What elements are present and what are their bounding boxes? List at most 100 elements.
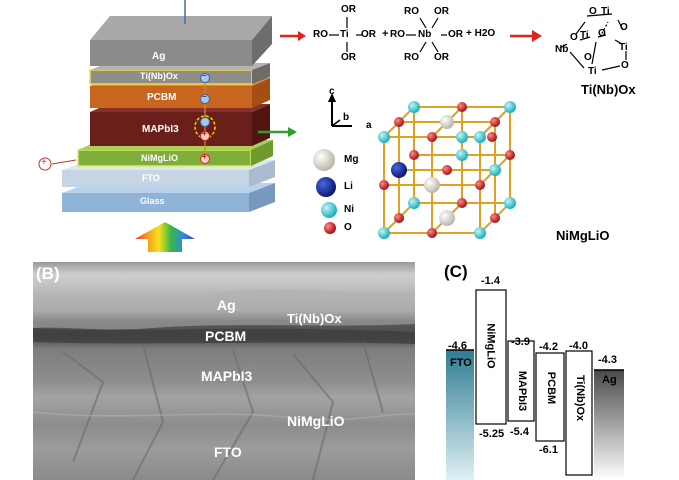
bottom-contact-wire — [51, 159, 77, 165]
cage-nb: Nb — [555, 44, 569, 55]
ti-alkoxide-center: Ti — [340, 29, 349, 40]
legend-mg-atom — [313, 149, 335, 171]
legend-o-atom — [324, 222, 336, 234]
fto-band — [446, 350, 474, 480]
mapbi3-band — [507, 340, 535, 422]
panel-c-tag: (C) — [444, 262, 468, 281]
pcbm-layer-side — [252, 78, 270, 108]
electron-sign-1: − — [202, 71, 207, 80]
ti-alkoxide-left: RO — [313, 29, 328, 40]
axis-a-label: a — [366, 120, 372, 131]
ag-layer-top — [90, 16, 272, 40]
ag-band-label: Ag — [602, 374, 617, 386]
hole-icon-2 — [200, 154, 210, 164]
mapbi3-band-label: MAPbI3 — [516, 370, 529, 412]
legend-o-label: O — [344, 222, 352, 233]
fto-band-label: FTO — [450, 357, 472, 369]
tinbox-band — [565, 350, 593, 476]
nb-alkoxide-bottom-left: RO — [404, 52, 419, 63]
cage-o-4: O — [598, 28, 606, 39]
layer-label-ag: Ag — [152, 51, 166, 62]
ti-alkoxide-top: OR — [341, 4, 356, 15]
cage-o-6: O — [621, 60, 629, 71]
cage-ti-top: Ti — [601, 6, 610, 17]
ag-top-value: -4.3 — [598, 354, 617, 366]
sem-label-nimglio: NiMgLiO — [287, 413, 345, 429]
light-arrow-icon — [135, 222, 195, 252]
reaction-link-arrowhead — [298, 31, 306, 41]
crystal-axes — [328, 93, 352, 127]
energy-level-diagram — [446, 289, 624, 480]
crystal-legend-atoms — [313, 149, 337, 234]
ag-layer-side — [252, 16, 272, 66]
cage-o-5: O — [584, 52, 592, 63]
layer-label-nimglio: NiMgLiO — [141, 153, 178, 163]
legend-li-atom — [316, 177, 336, 197]
mapbi3-layer-side — [252, 104, 270, 146]
layer-label-tinbox: Ti(Nb)Ox — [140, 71, 178, 81]
nb-alkoxide-center: Nb — [418, 29, 432, 40]
legend-mg-label: Mg — [344, 154, 359, 165]
hole-icon-1 — [200, 131, 210, 141]
electron-icon-1 — [200, 73, 210, 83]
sem-label-fto: FTO — [214, 444, 242, 460]
axis-b-label: b — [343, 112, 350, 123]
reaction-plus-1: + — [382, 28, 389, 40]
pcbm-layer-front — [90, 86, 252, 108]
positive-terminal-sign: + — [41, 157, 47, 168]
positive-terminal-icon — [38, 157, 52, 171]
electron-icon-2 — [200, 94, 210, 104]
axis-c-label: c — [329, 86, 335, 97]
electron-icon-3 — [200, 117, 210, 127]
ti-alkoxide-bottom: OR — [341, 52, 356, 63]
layer-label-mapbi3: MAPbI3 — [142, 124, 179, 135]
cage-ti-right: Ti — [619, 42, 628, 53]
ag-band — [594, 370, 624, 480]
nb-alkoxide-bottom-right: OR — [434, 52, 449, 63]
sem-cross-section: Ag Ti(Nb)Ox PCBM MAPbI3 NiMgLiO FTO — [33, 262, 415, 480]
tinbox-top-value: -4.0 — [569, 340, 588, 352]
nb-alkoxide-top-left: RO — [404, 6, 419, 17]
sem-label-ag: Ag — [217, 297, 236, 313]
mapbi3-bottom-value: -5.4 — [510, 426, 529, 438]
fto-top-value: -4.6 — [448, 340, 467, 352]
mapbi3-layer-front — [90, 112, 252, 146]
nb-alkoxide-left: RO — [390, 29, 405, 40]
cage-o-2: O — [620, 22, 628, 33]
nimglio-top-value: -1.4 — [481, 275, 500, 287]
ag-layer-front — [90, 40, 252, 66]
panel-b-tag: (B) — [36, 264, 60, 283]
nimglio-band — [475, 289, 507, 425]
mapbi3-top-value: -3.9 — [511, 336, 530, 348]
cage-ti-bottom: Ti — [588, 66, 597, 77]
fto-layer-side — [249, 160, 275, 187]
nimglio-bottom-value: -5.25 — [479, 428, 505, 440]
sem-label-pcbm: PCBM — [205, 328, 247, 344]
nimglio-band-label: NiMgLiO — [484, 323, 497, 369]
legend-ni-label: Ni — [344, 204, 354, 215]
cage-o-1: O — [589, 6, 597, 17]
reaction-plus-water: + H2O — [466, 28, 496, 39]
tinbox-cage-structure — [559, 13, 627, 71]
legend-ni-atom — [321, 202, 337, 218]
pcbm-band-label: PCBM — [545, 371, 558, 405]
glass-layer-side — [249, 183, 275, 212]
pcbm-bottom-value: -6.1 — [539, 444, 558, 456]
cage-o-3: O — [570, 32, 578, 43]
pcbm-band — [535, 352, 565, 442]
crystal-label: NiMgLiO — [556, 228, 610, 243]
product-label: Ti(Nb)Ox — [581, 82, 636, 97]
glass-layer-front — [62, 193, 249, 212]
tinbox-layer-side — [252, 63, 270, 84]
nimglio-layer-side — [251, 140, 273, 166]
pcbm-top-value: -4.2 — [539, 341, 558, 353]
electron-sign-2: − — [202, 92, 207, 101]
nb-alkoxide-right: OR — [448, 29, 463, 40]
sem-label-tinbox: Ti(Nb)Ox — [287, 311, 342, 326]
sem-label-mapbi3: MAPbI3 — [201, 368, 253, 384]
ti-alkoxide-right: OR — [361, 29, 376, 40]
cage-ti-center: Ti — [580, 30, 589, 41]
sem-texture — [33, 289, 415, 480]
layer-label-glass: Glass — [140, 196, 165, 206]
nb-alkoxide-top-right: OR — [434, 6, 449, 17]
